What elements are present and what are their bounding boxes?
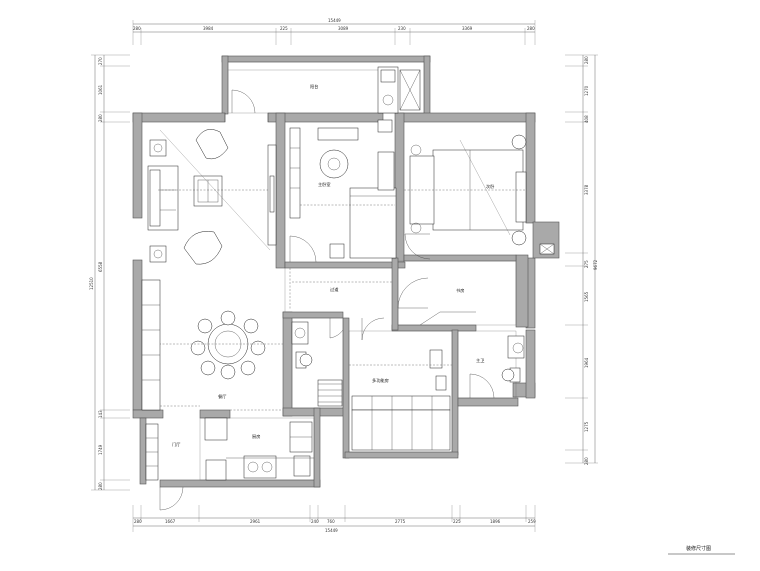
room-label-kitchen: 厨房 [252, 433, 260, 440]
top-dim-4: 3089 [338, 26, 349, 31]
right-dim-1: 280 [584, 56, 589, 64]
right-dim-2: 1270 [584, 85, 589, 96]
bottom-dim-5: 760 [327, 519, 335, 524]
room-label-master-bedroom: 主卧室 [318, 181, 331, 188]
top-overall-dim: 15449 [328, 18, 341, 23]
kitchen: 厨房 [199, 417, 315, 481]
top-dim-5: 230 [398, 26, 406, 31]
bottom-dim-1: 280 [134, 519, 142, 524]
bottom-overall-dim: 15449 [325, 528, 338, 533]
right-dim-5: 275 [584, 260, 589, 268]
top-dim-3: 225 [280, 26, 288, 31]
bottom-dim-9: 259 [528, 519, 536, 524]
room-label-master-bath: 主卫 [476, 357, 484, 363]
top-dimension-chain: 15449 280 3984 225 3089 230 3369 280 [132, 18, 536, 45]
title-text: 装修尺寸图 [686, 545, 711, 552]
balcony: 阳台 [227, 61, 425, 114]
left-dimension-chain: 270 1061 280 6558 143 1749 280 12510 [89, 54, 130, 491]
bottom-dim-6: 2775 [395, 519, 406, 524]
room-label-study: 书房 [456, 287, 464, 294]
left-dim-1: 270 [98, 57, 103, 65]
room-label-balcony: 阳台 [310, 83, 318, 90]
right-dim-7: 1964 [584, 357, 589, 368]
right-overall-dim: 9672 [593, 259, 598, 270]
master-bedroom: 主卧室 [289, 119, 397, 263]
room-label-entrance: 门厅 [172, 441, 180, 448]
openings [160, 268, 291, 411]
top-dim-2: 3984 [203, 26, 214, 31]
dining-room: 餐厅 [141, 279, 283, 411]
bottom-dim-8: 1896 [490, 519, 501, 524]
left-dim-2: 1061 [98, 84, 103, 95]
room-label-dining: 餐厅 [218, 393, 226, 400]
bottom-dim-4: 240 [311, 519, 319, 524]
secondary-bedroom: 次卧 [404, 134, 555, 260]
top-dim-1: 280 [133, 26, 141, 31]
right-dim-9: 280 [584, 457, 589, 465]
master-bath: 主卫 [457, 330, 525, 399]
right-dim-3: 408 [584, 115, 589, 123]
multi-function-room: 多功能房 [348, 330, 453, 453]
right-dim-6: 1565 [584, 291, 589, 302]
bottom-dim-7: 225 [453, 519, 461, 524]
walls [132, 55, 560, 488]
left-dim-6: 1749 [98, 444, 103, 455]
left-dim-7: 280 [98, 482, 103, 490]
bottom-dimension-chain: 280 1667 2961 240 760 2775 225 1896 259 … [132, 505, 536, 533]
left-dim-3: 280 [98, 114, 103, 122]
top-dim-6: 3369 [462, 26, 473, 31]
bottom-dim-3: 2961 [250, 519, 261, 524]
guest-bath [291, 317, 385, 409]
room-label-corridor: 过道 [330, 286, 339, 293]
left-dim-5: 143 [98, 410, 103, 418]
left-dim-4: 6558 [98, 261, 103, 272]
drawing-title: 装修尺寸图 [668, 545, 735, 555]
right-dim-8: 1275 [584, 421, 589, 432]
right-dimension-chain: 280 1270 408 3378 275 1565 1964 1275 280… [565, 54, 598, 465]
entrance: 门厅 [145, 423, 184, 511]
right-dim-4: 3378 [584, 184, 589, 195]
room-label-multi-room: 多功能房 [372, 377, 389, 384]
corridor: 过道 [284, 268, 392, 312]
living-room [147, 113, 277, 265]
bottom-dim-2: 1667 [165, 519, 176, 524]
study: 书房 [397, 260, 517, 326]
left-overall-dim: 12510 [89, 277, 94, 290]
room-label-bedroom: 次卧 [486, 183, 494, 190]
top-dim-7: 280 [527, 26, 535, 31]
